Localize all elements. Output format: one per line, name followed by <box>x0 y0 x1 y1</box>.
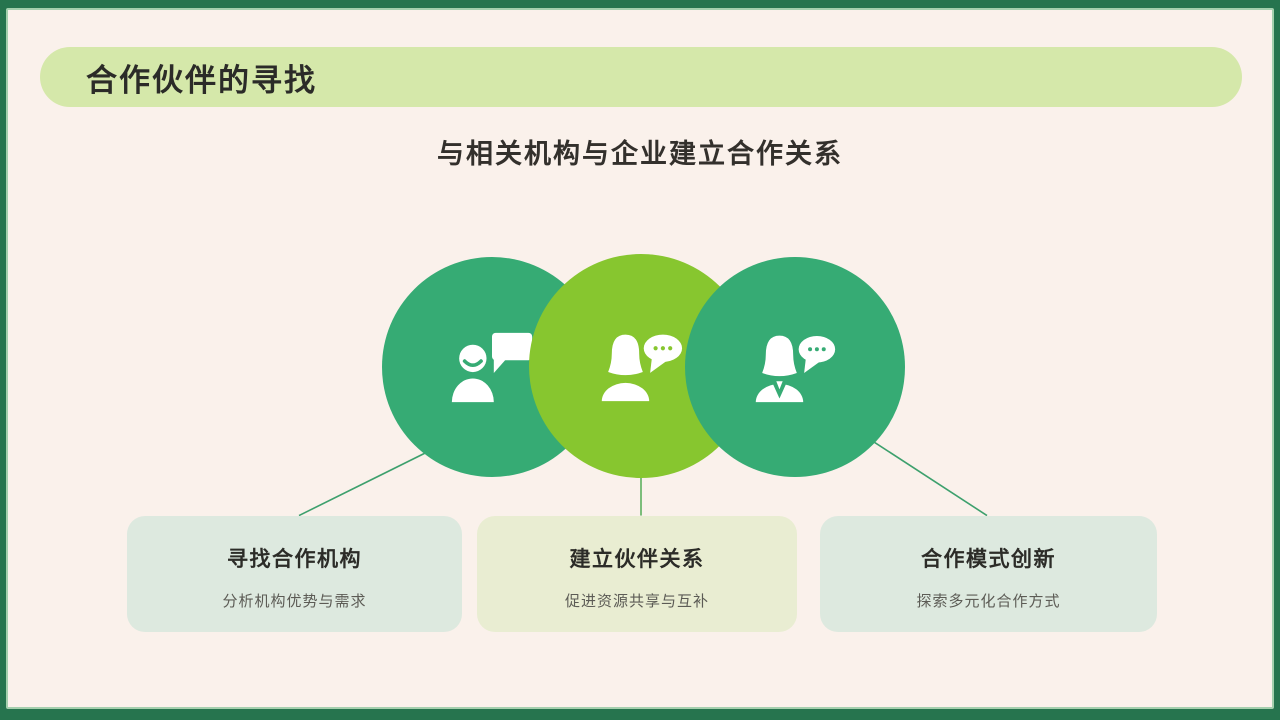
card-find-partners: 寻找合作机构 分析机构优势与需求 <box>127 516 462 632</box>
card-title: 合作模式创新 <box>921 548 1056 571</box>
card-description: 分析机构优势与需求 <box>222 593 367 610</box>
man-speech-bubble-icon <box>451 332 533 402</box>
card-title: 建立伙伴关系 <box>569 548 705 571</box>
card-build-relationship: 建立伙伴关系 促进资源共享与互补 <box>477 516 797 632</box>
slide-canvas: 合作伙伴的寻找 与相关机构与企业建立合作关系 <box>6 8 1274 709</box>
title-bar: 合作伙伴的寻找 <box>40 47 1242 107</box>
card-title: 寻找合作机构 <box>227 548 362 571</box>
businesswoman-speech-bubble-icon <box>755 335 836 402</box>
page-title: 合作伙伴的寻找 <box>86 62 317 98</box>
woman-speech-bubble-icon <box>601 334 683 401</box>
slide-subtitle: 与相关机构与企业建立合作关系 <box>437 139 843 169</box>
card-description: 探索多元化合作方式 <box>916 593 1061 610</box>
card-description: 促进资源共享与互补 <box>564 593 709 610</box>
card-innovation: 合作模式创新 探索多元化合作方式 <box>820 516 1157 632</box>
connector-line-right <box>865 436 988 517</box>
circle-right <box>685 257 905 477</box>
